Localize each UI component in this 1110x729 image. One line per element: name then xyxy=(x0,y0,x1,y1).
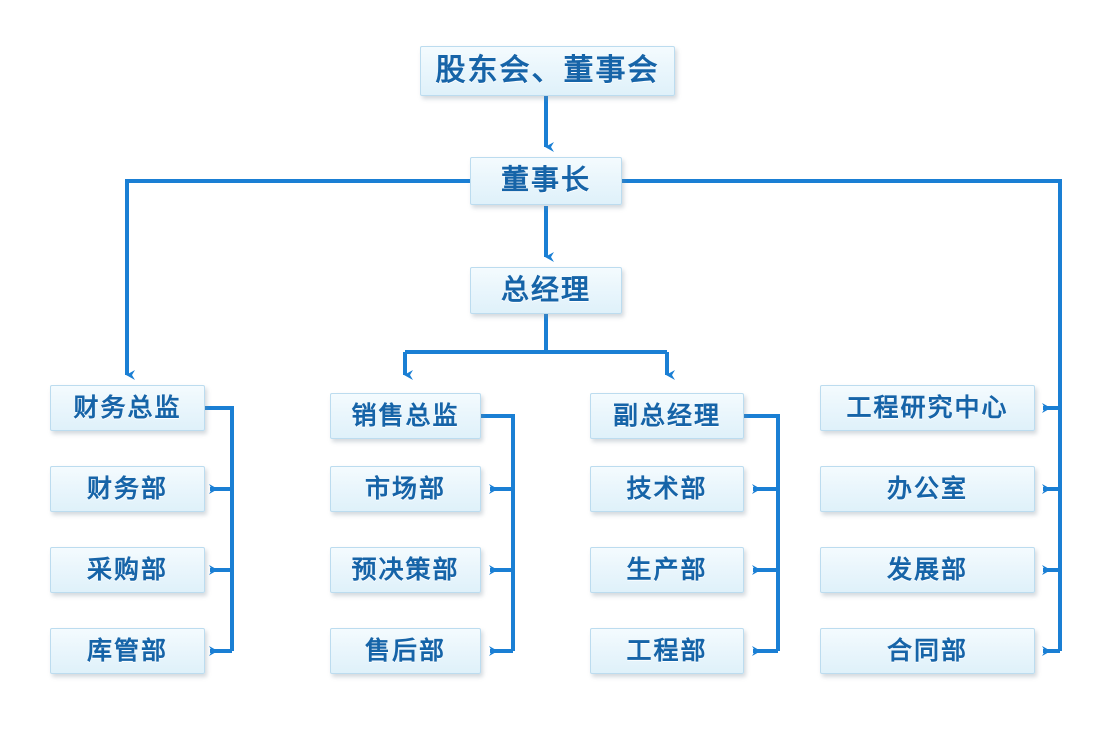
node-finance-director[interactable]: 财务总监 xyxy=(50,385,205,431)
connector-chairman-to-engineering xyxy=(622,179,1062,408)
node-engineering-research-center-label: 工程研究中心 xyxy=(846,394,1009,422)
connector-col2-spine xyxy=(481,414,515,651)
node-col4-child-3[interactable]: 合同部 xyxy=(820,628,1035,674)
node-general-manager[interactable]: 总经理 xyxy=(470,267,622,314)
node-col2-child-3-label: 售后部 xyxy=(364,637,446,665)
node-board[interactable]: 股东会、董事会 xyxy=(420,46,675,96)
node-col1-child-3-label: 库管部 xyxy=(86,637,168,665)
node-col2-child-1[interactable]: 市场部 xyxy=(330,466,481,512)
node-col3-child-2-label: 生产部 xyxy=(626,556,708,584)
node-col3-child-1-label: 技术部 xyxy=(626,475,708,503)
node-col4-child-3-label: 合同部 xyxy=(886,637,968,665)
node-col1-child-2-label: 采购部 xyxy=(86,556,168,584)
node-col3-child-3-label: 工程部 xyxy=(626,637,708,665)
node-chairman-label: 董事长 xyxy=(500,165,591,196)
node-col1-child-2[interactable]: 采购部 xyxy=(50,547,205,593)
node-general-manager-label: 总经理 xyxy=(500,274,591,306)
node-col1-child-1-label: 财务部 xyxy=(86,475,168,503)
connector-col3-spine xyxy=(744,414,780,651)
node-col4-child-2[interactable]: 发展部 xyxy=(820,547,1035,593)
node-col2-child-2-label: 预决策部 xyxy=(351,556,460,584)
node-finance-director-label: 财务总监 xyxy=(73,394,182,422)
node-col4-child-2-label: 发展部 xyxy=(886,556,968,584)
node-col1-child-1[interactable]: 财务部 xyxy=(50,466,205,512)
node-board-label: 股东会、董事会 xyxy=(435,54,660,87)
node-engineering-research-center[interactable]: 工程研究中心 xyxy=(820,385,1035,431)
node-col2-child-2[interactable]: 预决策部 xyxy=(330,547,481,593)
connector-col1-spine xyxy=(205,406,234,651)
node-col3-child-2[interactable]: 生产部 xyxy=(590,547,744,593)
connector-chairman-to-finance xyxy=(125,179,470,380)
node-col4-child-1[interactable]: 办公室 xyxy=(820,466,1035,512)
node-chairman[interactable]: 董事长 xyxy=(470,157,622,205)
node-col2-child-1-label: 市场部 xyxy=(364,475,446,503)
node-deputy-general-manager-label: 副总经理 xyxy=(612,402,721,430)
node-col3-child-1[interactable]: 技术部 xyxy=(590,466,744,512)
node-deputy-general-manager[interactable]: 副总经理 xyxy=(590,393,744,439)
node-col2-child-3[interactable]: 售后部 xyxy=(330,628,481,674)
node-col4-child-1-label: 办公室 xyxy=(886,475,968,503)
node-sales-director-label: 销售总监 xyxy=(351,402,460,430)
node-col3-child-3[interactable]: 工程部 xyxy=(590,628,744,674)
node-col1-child-3[interactable]: 库管部 xyxy=(50,628,205,674)
node-sales-director[interactable]: 销售总监 xyxy=(330,393,481,439)
